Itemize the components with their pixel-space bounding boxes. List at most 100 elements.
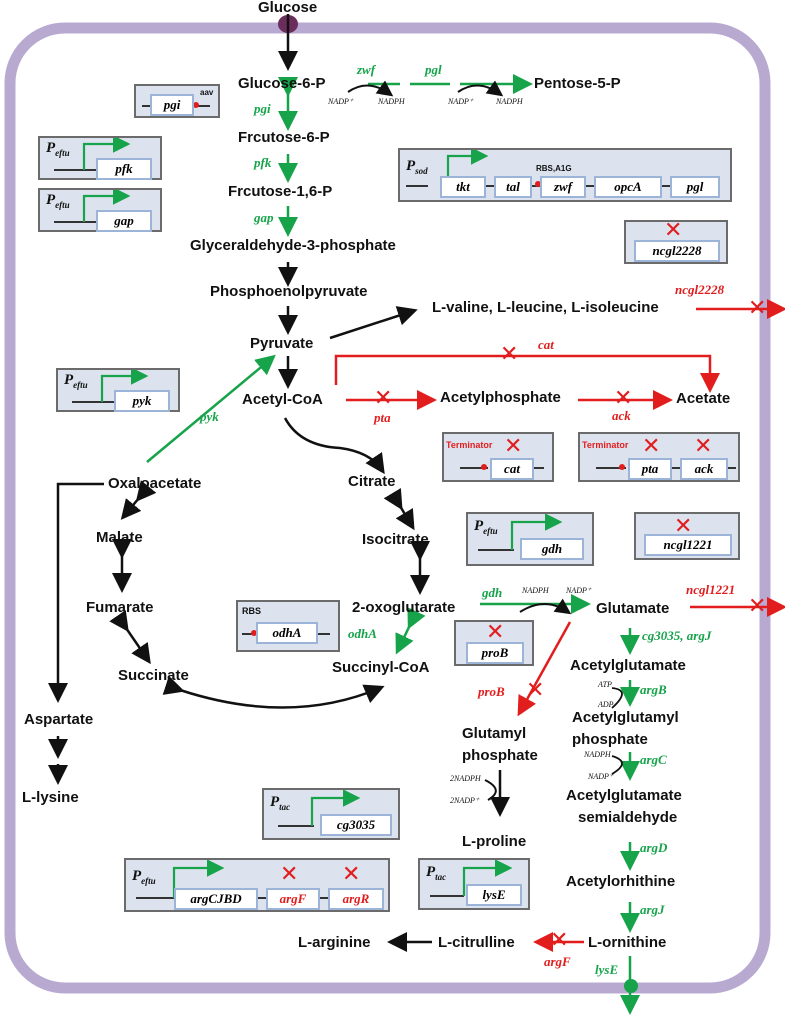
knockout-mark-argr-panel: ✕: [342, 862, 361, 887]
panel-gap: Peftu gap: [38, 188, 162, 232]
metabolite-acetylglutamyl-phosphate-1: Acetylglutamyl: [572, 709, 679, 726]
knockout-mark-ncgl1221-panel: ✕: [674, 514, 693, 539]
panel-ncgl2228: ✕ ncgl2228: [624, 220, 728, 264]
panel-cat: Terminator ✕ cat: [442, 432, 554, 482]
gene-box-ncgl1221: ncgl1221: [644, 534, 732, 556]
metabolite-malate: Malate: [96, 529, 143, 546]
gene-box-cat: cat: [490, 458, 534, 480]
enzyme-pgl: pgl: [425, 62, 442, 77]
panel-cat-terminator: Terminator: [446, 440, 493, 450]
promoter-label-pfk: Peftu: [46, 140, 70, 158]
panel-argcjbd: Peftu ✕ ✕ argCJBD argF argR: [124, 858, 390, 912]
metabolite-citrate: Citrate: [348, 473, 396, 490]
metabolite-pentose-5-p: Pentose-5-P: [534, 75, 621, 92]
promoter-label-argcjbd: Peftu: [132, 868, 156, 886]
enzyme-argf: argF: [544, 954, 571, 969]
metabolite-fructose-16-p: Frcutose-1,6-P: [228, 183, 333, 200]
panel-sod-operon: Psod RBS,A1G tkt tal zwf opcA pgl: [398, 148, 732, 202]
metabolite-glutamate: Glutamate: [596, 600, 670, 617]
metabolite-l-proline: L-proline: [462, 833, 527, 850]
knockout-mark-cat-panel: ✕: [504, 434, 523, 459]
metabolite-pyruvate: Pyruvate: [250, 335, 314, 352]
promoter-label-lyse: Ptac: [426, 864, 447, 882]
panel-gdh: Peftu gdh: [466, 512, 594, 566]
knockout-mark-pta: ✕: [374, 386, 393, 411]
cofactor-nadp-1: NADP⁺: [328, 97, 354, 106]
metabolite-glucose-6-p: Glucose-6-P: [238, 75, 326, 92]
cofactor-adp: ADP: [598, 700, 614, 709]
metabolite-2-oxoglutarate: 2-oxoglutarate: [352, 599, 456, 616]
knockout-mark-argf-panel: ✕: [280, 862, 299, 887]
panel-pyk: Peftu pyk: [56, 368, 180, 412]
panel-cg3035: Ptac cg3035: [262, 788, 400, 840]
promoter-label-gdh: Peftu: [474, 518, 498, 536]
gene-box-gdh: gdh: [520, 538, 584, 560]
metabolite-acetylglutamate-semialdehyde-1: Acetylglutamate: [566, 787, 682, 804]
gene-box-prob: proB: [466, 642, 524, 664]
metabolite-fumarate: Fumarate: [86, 599, 154, 616]
cofactor-2nadph: 2NADPH: [450, 774, 481, 783]
metabolite-l-arginine: L-arginine: [298, 934, 371, 951]
knockout-mark-ack: ✕: [614, 386, 633, 411]
gene-box-argf: argF: [266, 888, 320, 910]
enzyme-gap: gap: [254, 210, 274, 225]
panel-sod-note: RBS,A1G: [536, 164, 572, 173]
enzyme-argc: argC: [640, 752, 667, 767]
enzyme-pta: pta: [374, 410, 391, 425]
panel-odha-rbs: RBS: [242, 606, 262, 616]
metabolite-l-ornithine: L-ornithine: [588, 934, 667, 951]
knockout-mark-ncgl2228: ✕: [748, 296, 767, 321]
enzyme-zwf: zwf: [357, 62, 376, 77]
gene-box-lyse: lysE: [466, 884, 522, 906]
enzyme-prob: proB: [478, 684, 505, 699]
metabolite-acetate: Acetate: [676, 390, 731, 407]
knockout-mark-prob-panel: ✕: [486, 620, 505, 645]
enzyme-argd: argD: [640, 840, 668, 855]
enzyme-ncgl1221: ncgl1221: [686, 582, 736, 597]
enzyme-argb: argB: [640, 682, 667, 697]
cell-membrane: [4, 22, 771, 994]
enzyme-ncgl2228: ncgl2228: [675, 282, 725, 297]
panel-lyse: Ptac lysE: [418, 858, 530, 910]
gene-box-argr: argR: [328, 888, 384, 910]
gene-box-pyk: pyk: [114, 390, 170, 412]
knockout-mark-ack-panel: ✕: [694, 434, 713, 459]
cofactor-nadph-argc: NADPH: [584, 750, 611, 759]
gene-box-pgl: pgl: [670, 176, 720, 198]
knockout-mark-cat: ✕: [500, 342, 519, 367]
metabolite-succinate: Succinate: [118, 667, 189, 684]
gene-box-pgi: pgi: [150, 94, 194, 116]
cofactor-nadp-argc: NADP⁺: [588, 772, 614, 781]
metabolite-aspartate: Aspartate: [24, 711, 94, 728]
panel-odha: RBS odhA: [236, 600, 340, 652]
enzyme-ack: ack: [612, 408, 631, 423]
cofactor-nadp-2: NADP⁺: [448, 97, 474, 106]
metabolite-g3p: Glyceraldehyde-3-phosphate: [190, 237, 396, 254]
promoter-label-pyk: Peftu: [64, 372, 88, 390]
knockout-mark-prob: ✕: [526, 678, 545, 703]
cofactor-2nadp: 2NADP⁺: [450, 796, 480, 805]
enzyme-pgi: pgi: [254, 101, 271, 116]
knockout-mark-ncgl2228-panel: ✕: [664, 218, 683, 243]
enzyme-gdh: gdh: [482, 585, 503, 600]
gene-box-ncgl2228: ncgl2228: [634, 240, 720, 262]
metabolite-acetylglutamyl-phosphate-2: phosphate: [572, 731, 648, 748]
promoter-label-sod: Psod: [406, 158, 428, 176]
gene-box-opca: opcA: [594, 176, 662, 198]
gene-box-odha: odhA: [256, 622, 318, 644]
metabolite-isocitrate: Isocitrate: [362, 531, 429, 548]
metabolite-glutamyl-phosphate-1: Glutamyl: [462, 725, 527, 742]
cofactor-nadph-2: NADPH: [496, 97, 523, 106]
cofactor-nadp-gdh: NADP⁺: [566, 586, 592, 595]
enzyme-cg3035-argj: cg3035, argJ: [642, 628, 712, 643]
enzyme-cat: cat: [538, 337, 554, 352]
enzyme-lyse: lysE: [595, 962, 619, 977]
gene-box-zwf: zwf: [540, 176, 586, 198]
cofactor-nadph-1: NADPH: [378, 97, 405, 106]
gene-box-cg3035: cg3035: [320, 814, 392, 836]
metabolite-succinyl-coa: Succinyl-CoA: [332, 659, 430, 676]
gene-box-pfk: pfk: [96, 158, 152, 180]
cofactor-atp: ATP: [598, 680, 612, 689]
gene-box-argcjbd: argCJBD: [174, 888, 258, 910]
